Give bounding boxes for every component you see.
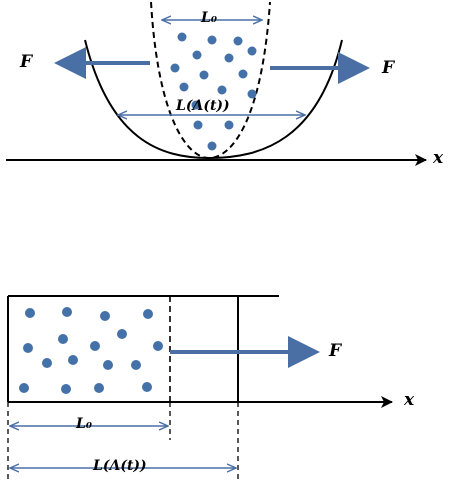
bottom-axis-label: x (404, 390, 415, 410)
particle (58, 334, 68, 344)
top-l-lambda-label: L(Λ(t)) (176, 98, 230, 114)
top-particles (170, 32, 257, 151)
force-label-bottom: F (329, 341, 342, 361)
bottom-l0-label: L₀ (76, 416, 92, 432)
particle (224, 120, 234, 130)
particle (191, 100, 201, 110)
bottom-particles (19, 307, 163, 394)
particle (192, 50, 202, 60)
particle (238, 69, 248, 79)
particle (199, 70, 209, 80)
particle (103, 360, 113, 370)
particle (68, 355, 78, 365)
force-label-right: F (382, 58, 395, 78)
top-l0-label: L₀ (201, 10, 217, 26)
particle (62, 307, 72, 317)
particle (117, 329, 127, 339)
particle (142, 382, 152, 392)
force-label-left: F (20, 52, 33, 72)
particle (170, 63, 180, 73)
particle (100, 311, 110, 321)
bottom-diagram (7, 295, 393, 480)
particle (179, 82, 189, 92)
particle (25, 308, 35, 318)
particle (94, 383, 104, 393)
particle (233, 36, 243, 46)
top-axis-label: x (433, 148, 444, 168)
particle (19, 383, 29, 393)
particle (131, 360, 141, 370)
particle (177, 32, 187, 42)
particle (207, 35, 217, 45)
narrow-potential-curve (150, 1, 271, 160)
particle (153, 341, 163, 351)
particle (247, 89, 257, 99)
particle (193, 120, 203, 130)
particle (90, 341, 100, 351)
particle (217, 85, 227, 95)
particle (224, 53, 234, 63)
particle (23, 343, 33, 353)
particle (42, 358, 52, 368)
top-diagram (6, 1, 427, 166)
particle (207, 141, 217, 151)
particle (143, 309, 153, 319)
bottom-l-lambda-label: L(Λ(t)) (93, 458, 147, 474)
particle (247, 46, 257, 56)
particle (61, 384, 71, 394)
